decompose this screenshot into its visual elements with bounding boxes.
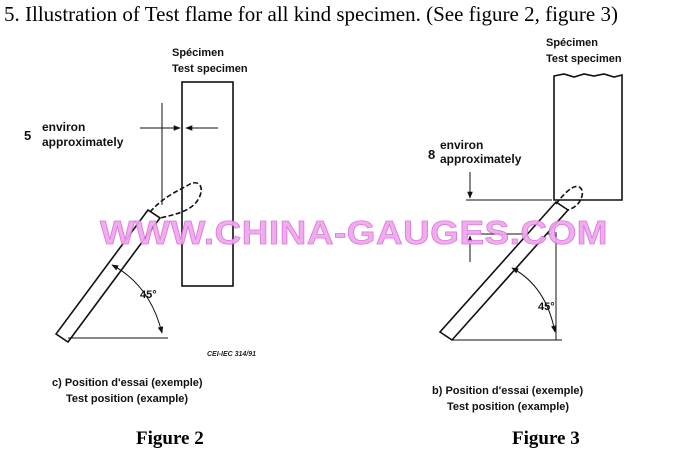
fig3-angle-label: 45° <box>538 301 555 313</box>
fig2-dimension-value: 5 <box>24 128 31 143</box>
fig3-dimension-value: 8 <box>428 147 435 162</box>
figure-3-diagram: Spécimen Test specimen 8 environ approxi… <box>428 37 623 449</box>
fig3-dimension-fr: environ <box>440 138 483 152</box>
fig2-position-en: Test position (example) <box>66 393 188 405</box>
fig2-dimension-en: approximately <box>42 135 124 149</box>
fig3-specimen-label-en: Test specimen <box>546 53 622 65</box>
fig2-specimen-label-fr: Spécimen <box>172 47 224 59</box>
fig3-specimen-label-fr: Spécimen <box>546 37 598 49</box>
fig2-specimen-label-en: Test specimen <box>172 63 248 75</box>
fig3-angle-arc <box>511 267 557 333</box>
page-heading: 5. Illustration of Test flame for all ki… <box>4 2 618 26</box>
fig2-angle-arc <box>111 264 164 334</box>
figure-3-caption: Figure 3 <box>512 428 580 449</box>
fig3-position-en: Test position (example) <box>447 401 569 413</box>
fig3-dimension-en: approximately <box>440 152 522 166</box>
fig3-test-flame <box>555 185 584 211</box>
fig2-angle-label: 45° <box>140 289 157 301</box>
fig2-burner-tube <box>54 208 162 344</box>
figure-2-diagram: Spécimen Test specimen 5 environ approxi… <box>24 47 256 449</box>
figure-2-caption: Figure 2 <box>136 428 204 449</box>
fig3-position-fr: b) Position d'essai (exemple) <box>432 385 583 397</box>
fig2-dimension-fr: environ <box>42 120 85 134</box>
fig2-source-code: CEI-IEC 314/91 <box>207 351 256 358</box>
fig2-position-fr: c) Position d'essai (exemple) <box>52 377 203 389</box>
fig2-test-specimen <box>181 81 234 287</box>
watermark-text: WWW.CHINA-GAUGES.COM <box>100 214 608 251</box>
fig3-test-specimen <box>553 73 623 201</box>
fig2-test-flame <box>149 182 203 219</box>
